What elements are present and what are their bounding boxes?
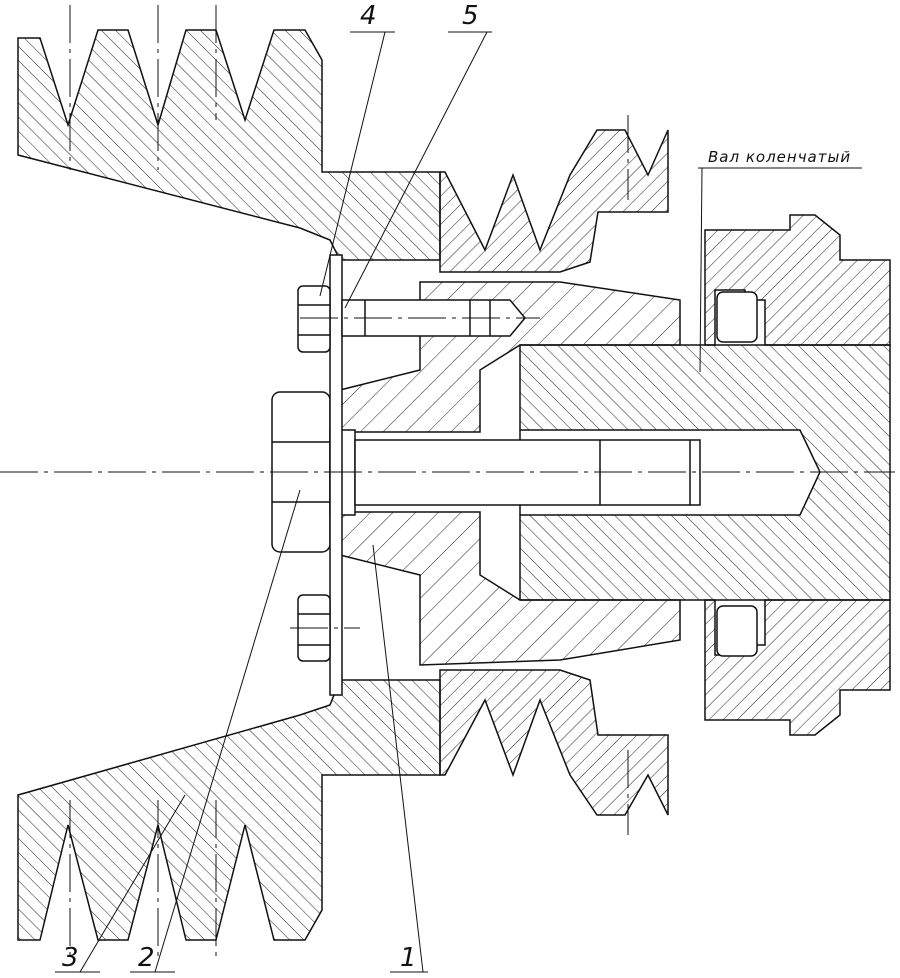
crankshaft-label: Вал коленчатый bbox=[708, 148, 851, 166]
callout-4: 4 bbox=[360, 1, 377, 31]
center-lines bbox=[0, 5, 895, 960]
oil-seal bbox=[716, 291, 758, 657]
callout-5: 5 bbox=[462, 1, 479, 31]
callout-2: 2 bbox=[138, 943, 155, 973]
washer-plate bbox=[329, 254, 343, 696]
leader-lines bbox=[55, 31, 862, 973]
callout-3: 3 bbox=[62, 943, 79, 973]
small-pulley bbox=[439, 129, 669, 816]
large-pulley bbox=[17, 29, 441, 941]
callout-1: 1 bbox=[400, 943, 417, 973]
